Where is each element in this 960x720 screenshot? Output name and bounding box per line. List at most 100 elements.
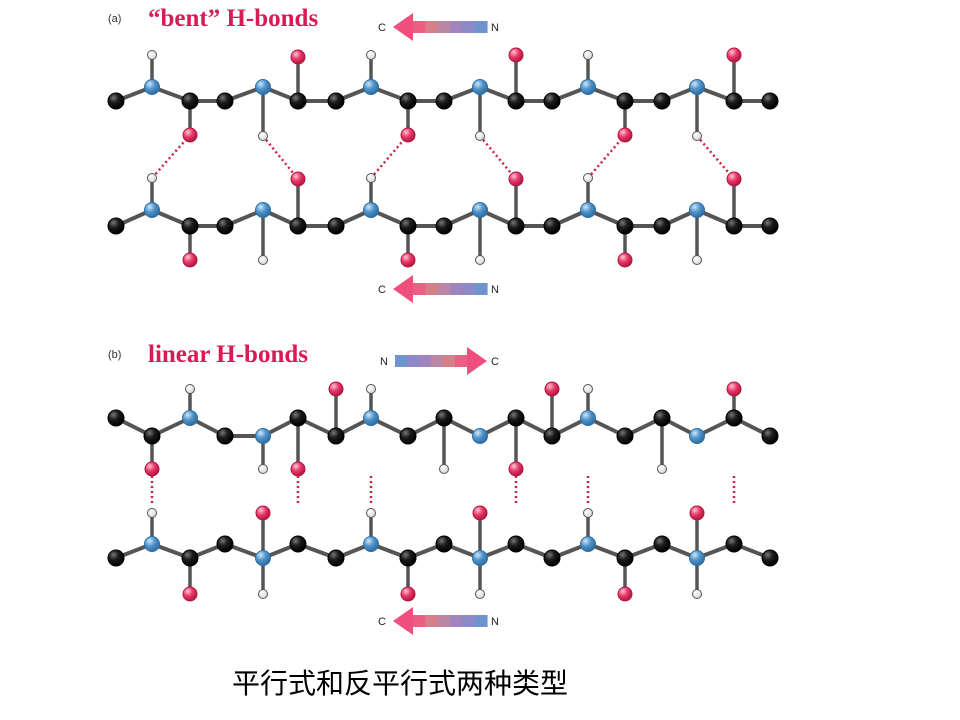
carbon-atom <box>107 217 125 235</box>
oxygen-atom <box>617 252 633 268</box>
arrow-b2-left-terminus: C <box>378 616 386 628</box>
panel-b-title: linear H-bonds <box>148 341 308 368</box>
nitrogen-atom <box>472 428 488 444</box>
panel-b-label: (b) <box>108 349 121 361</box>
carbon-atom <box>725 535 743 553</box>
carbon-atom <box>507 535 525 553</box>
hydrogen-atom <box>366 50 376 60</box>
carbon-atom <box>761 217 779 235</box>
arrow-band <box>455 355 468 367</box>
carbon-atom <box>725 409 743 427</box>
carbon-atom <box>289 92 307 110</box>
carbon-atom <box>653 535 671 553</box>
carbon-atom <box>435 217 453 235</box>
nitrogen-atom <box>363 202 379 218</box>
nitrogen-atom <box>255 202 271 218</box>
carbon-atom <box>216 535 234 553</box>
hydrogen-atom <box>258 589 268 599</box>
nitrogen-atom <box>144 536 160 552</box>
arrow-band <box>413 283 426 295</box>
arrow-band <box>450 615 463 627</box>
hydrogen-atom <box>258 464 268 474</box>
carbon-atom <box>616 217 634 235</box>
arrow-head <box>393 13 413 41</box>
hydrogen-atom <box>475 131 485 141</box>
arrow-band <box>462 615 476 627</box>
hydrogen-bond <box>696 135 735 180</box>
panel-a-hbond-lines <box>151 134 735 180</box>
carbon-atom <box>289 535 307 553</box>
hydrogen-atom <box>366 384 376 394</box>
nitrogen-atom <box>689 428 705 444</box>
carbon-atom <box>616 92 634 110</box>
oxygen-atom <box>182 586 198 602</box>
oxygen-atom <box>508 461 524 477</box>
arrow-head <box>467 347 487 375</box>
arrow-band <box>474 21 488 33</box>
hydrogen-atom <box>583 50 593 60</box>
carbon-atom <box>725 217 743 235</box>
carbon-atom <box>543 92 561 110</box>
carbon-atom <box>507 92 525 110</box>
carbon-atom <box>435 409 453 427</box>
carbon-atom <box>216 427 234 445</box>
hydrogen-atom <box>583 173 593 183</box>
panel-a-top-strand-direction: C N <box>378 13 499 41</box>
oxygen-atom <box>182 252 198 268</box>
carbon-atom <box>507 409 525 427</box>
carbon-atom <box>653 92 671 110</box>
hydrogen-atom <box>366 173 376 183</box>
carbon-atom <box>761 92 779 110</box>
nitrogen-atom <box>689 202 705 218</box>
arrow-a1-left-terminus: C <box>378 22 386 34</box>
arrow-band <box>419 355 432 367</box>
arrow-band <box>413 615 426 627</box>
carbon-atom <box>399 427 417 445</box>
oxygen-atom <box>400 127 416 143</box>
carbon-atom <box>181 92 199 110</box>
carbon-atom <box>327 92 345 110</box>
arrow-a2-left-terminus: C <box>378 284 386 296</box>
oxygen-atom <box>290 171 306 187</box>
arrow-band <box>437 615 451 627</box>
hydrogen-atom <box>692 131 702 141</box>
nitrogen-atom <box>255 550 271 566</box>
arrow-band <box>425 615 439 627</box>
carbon-atom <box>289 217 307 235</box>
arrow-head <box>393 275 413 303</box>
panel-b-bottom-strand-direction: C N <box>378 607 499 635</box>
hydrogen-atom <box>475 589 485 599</box>
carbon-atom <box>216 92 234 110</box>
hydrogen-atom <box>366 508 376 518</box>
carbon-atom <box>327 217 345 235</box>
carbon-atom <box>653 217 671 235</box>
oxygen-atom <box>508 171 524 187</box>
oxygen-atom <box>726 171 742 187</box>
figure-caption: 平行式和反平行式两种类型 <box>231 667 568 700</box>
carbon-atom <box>289 409 307 427</box>
oxygen-atom <box>182 127 198 143</box>
panel-b-model <box>107 381 779 602</box>
carbon-atom <box>616 549 634 567</box>
panel-a-label: (a) <box>108 13 121 25</box>
hydrogen-atom <box>439 464 449 474</box>
strand-arrow-a1 <box>393 13 488 41</box>
oxygen-atom <box>472 505 488 521</box>
arrow-band <box>413 21 426 33</box>
hydrogen-bond <box>262 135 299 180</box>
arrow-band <box>450 283 463 295</box>
panel-b-atoms <box>107 381 779 602</box>
carbon-atom <box>761 427 779 445</box>
nitrogen-atom <box>580 410 596 426</box>
carbon-atom <box>107 409 125 427</box>
carbon-atom <box>761 549 779 567</box>
panel-a: (a) “bent” H-bonds C N C N <box>107 5 779 303</box>
nitrogen-atom <box>182 410 198 426</box>
arrow-band <box>395 355 408 367</box>
hydrogen-atom <box>583 508 593 518</box>
hydrogen-atom <box>147 50 157 60</box>
nitrogen-atom <box>144 79 160 95</box>
oxygen-atom <box>617 586 633 602</box>
hydrogen-atom <box>147 508 157 518</box>
